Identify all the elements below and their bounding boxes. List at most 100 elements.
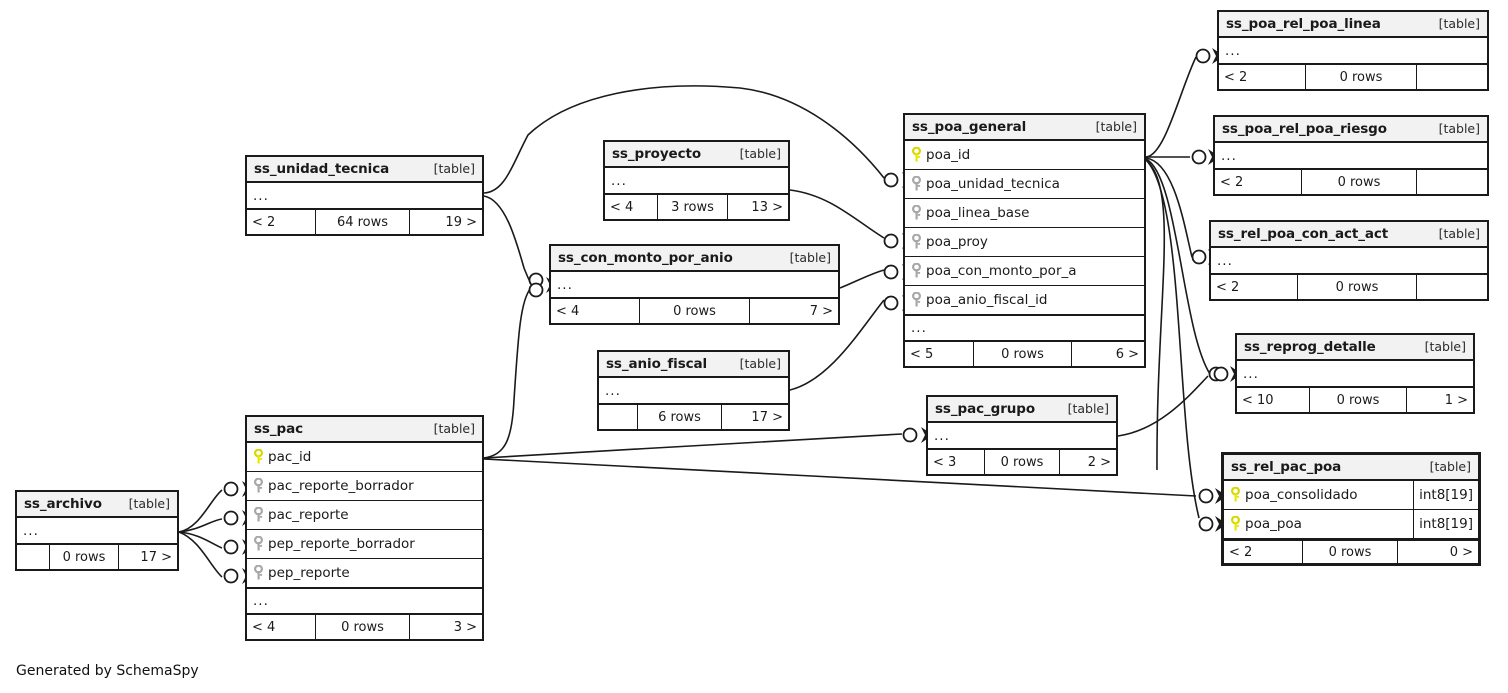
column-row[interactable]: pac_reporte xyxy=(247,501,482,530)
footer-left: < 2 xyxy=(1224,69,1248,85)
footer-left xyxy=(17,545,49,569)
footer-right: 17 > xyxy=(751,409,783,425)
column-name: pep_reporte xyxy=(268,565,350,581)
foreign-key-icon xyxy=(254,565,263,580)
foreign-key-icon xyxy=(254,536,263,551)
table-kind-label: [table] xyxy=(1429,459,1471,474)
table-kind-label: [table] xyxy=(1438,121,1480,136)
table-ss_anio_fiscal[interactable]: ss_anio_fiscal [table] ... 6 rows 17 > xyxy=(597,350,790,431)
table-ss_reprog_detalle[interactable]: ss_reprog_detalle [table] ... < 10 0 row… xyxy=(1235,333,1475,414)
table-ss_poa_rel_poa_riesgo[interactable]: ss_poa_rel_poa_riesgo [table] ... < 2 0 … xyxy=(1213,115,1489,196)
footer-rows: 6 rows xyxy=(637,405,722,429)
table-footer: 0 rows 17 > xyxy=(17,545,177,569)
footer-right: 2 > xyxy=(1087,454,1111,470)
column-main: poa_linea_base xyxy=(905,205,1144,221)
column-main: pep_reporte_borrador xyxy=(247,536,482,552)
ellipsis-row: ... xyxy=(605,168,788,195)
table-ss_pac_grupo[interactable]: ss_pac_grupo [table] ... < 3 0 rows 2 > xyxy=(926,395,1118,476)
table-ss_archivo[interactable]: ss_archivo [table] ... 0 rows 17 > xyxy=(15,490,179,571)
table-kind-label: [table] xyxy=(128,496,170,511)
table-ss_pac[interactable]: ss_pac [table] pac_id pac_reporte_borrad… xyxy=(245,415,484,641)
ellipsis-row: ... xyxy=(551,272,838,299)
footer-right: 3 > xyxy=(453,619,477,635)
table-title: ss_poa_rel_poa_riesgo xyxy=(1222,120,1387,137)
table-kind-label: [table] xyxy=(433,161,475,176)
column-row[interactable]: pep_reporte_borrador xyxy=(247,530,482,559)
column-row[interactable]: poa_id xyxy=(905,141,1144,170)
column-row[interactable]: poa_unidad_tecnica xyxy=(905,170,1144,199)
column-main: pac_id xyxy=(247,449,482,465)
table-footer: < 2 0 rows xyxy=(1219,65,1487,89)
table-kind-label: [table] xyxy=(739,146,781,161)
table-ss_con_monto_por_anio[interactable]: ss_con_monto_por_anio [table] ... < 4 0 … xyxy=(549,244,840,325)
table-title: ss_rel_pac_poa xyxy=(1231,458,1342,475)
ellipsis-row: ... xyxy=(599,378,788,405)
footer-rows: 0 rows xyxy=(315,615,410,639)
footer-rows: 0 rows xyxy=(1297,275,1417,299)
footer-rows: 0 rows xyxy=(1305,65,1417,89)
table-title: ss_proyecto xyxy=(612,145,702,162)
table-ss_rel_pac_poa[interactable]: ss_rel_pac_poa [table] poa_consolidado i… xyxy=(1221,452,1481,566)
footer-left: < 3 xyxy=(933,454,957,470)
column-main: poa_anio_fiscal_id xyxy=(905,292,1144,308)
table-title: ss_con_monto_por_anio xyxy=(558,249,733,266)
table-header: ss_rel_pac_poa [table] xyxy=(1224,455,1478,481)
ellipsis-row: ... xyxy=(17,518,177,545)
column-row[interactable]: pac_id xyxy=(247,443,482,472)
footer-right: 17 > xyxy=(140,549,172,565)
column-name: poa_proy xyxy=(926,234,988,250)
foreign-key-icon xyxy=(912,292,921,307)
table-ss_poa_general[interactable]: ss_poa_general [table] poa_id poa_unidad… xyxy=(903,113,1146,368)
table-kind-label: [table] xyxy=(1067,401,1109,416)
column-type: int8[19] xyxy=(1413,481,1478,509)
table-footer: < 10 0 rows 1 > xyxy=(1237,388,1473,412)
primary-key-icon xyxy=(912,147,921,162)
footer-right: 7 > xyxy=(809,303,833,319)
column-name: pac_id xyxy=(268,449,312,465)
footer-rows: 0 rows xyxy=(1301,170,1417,194)
column-row[interactable]: poa_linea_base xyxy=(905,199,1144,228)
column-row[interactable]: poa_consolidado int8[19] xyxy=(1224,481,1478,510)
table-ss_poa_rel_poa_linea[interactable]: ss_poa_rel_poa_linea [table] ... < 2 0 r… xyxy=(1217,10,1489,91)
table-ss_rel_poa_con_act_act[interactable]: ss_rel_poa_con_act_act [table] ... < 2 0… xyxy=(1209,220,1489,301)
footer-rows: 0 rows xyxy=(984,450,1060,474)
table-kind-label: [table] xyxy=(1095,119,1137,134)
foreign-key-icon xyxy=(254,507,263,522)
column-name: pac_reporte_borrador xyxy=(268,478,414,494)
table-header: ss_reprog_detalle [table] xyxy=(1237,335,1473,361)
table-header: ss_anio_fiscal [table] xyxy=(599,352,788,378)
column-row[interactable]: pac_reporte_borrador xyxy=(247,472,482,501)
ellipsis-row: ... xyxy=(1219,38,1487,65)
table-header: ss_unidad_tecnica [table] xyxy=(247,157,482,183)
column-row[interactable]: poa_con_monto_por_a xyxy=(905,257,1144,286)
foreign-key-icon xyxy=(912,263,921,278)
column-row[interactable]: pep_reporte xyxy=(247,559,482,588)
footer-rows: 3 rows xyxy=(657,195,728,219)
column-main: poa_id xyxy=(905,147,1144,163)
foreign-key-icon xyxy=(912,176,921,191)
table-kind-label: [table] xyxy=(433,421,475,436)
column-row[interactable]: poa_anio_fiscal_id xyxy=(905,286,1144,315)
footer-rows: 0 rows xyxy=(1302,541,1398,563)
footer-right xyxy=(1417,275,1487,299)
ellipsis-row: ... xyxy=(247,183,482,210)
column-row[interactable]: poa_poa int8[19] xyxy=(1224,510,1478,539)
column-type: int8[19] xyxy=(1413,510,1478,538)
table-ss_proyecto[interactable]: ss_proyecto [table] ... < 4 3 rows 13 > xyxy=(603,140,790,221)
column-main: poa_proy xyxy=(905,234,1144,250)
table-kind-label: [table] xyxy=(789,250,831,265)
footer-right: 6 > xyxy=(1115,346,1139,362)
footer-rows: 0 rows xyxy=(973,342,1072,366)
ellipsis-row: ... xyxy=(1215,143,1487,170)
footer-left: < 2 xyxy=(1216,279,1240,295)
table-header: ss_poa_general [table] xyxy=(905,115,1144,141)
column-name: poa_consolidado xyxy=(1245,487,1358,503)
table-ss_unidad_tecnica[interactable]: ss_unidad_tecnica [table] ... < 2 64 row… xyxy=(245,155,484,236)
primary-key-icon xyxy=(1231,487,1240,502)
column-main: poa_con_monto_por_a xyxy=(905,263,1144,279)
table-title: ss_poa_general xyxy=(912,118,1027,135)
table-title: ss_rel_poa_con_act_act xyxy=(1218,225,1389,242)
table-header: ss_rel_poa_con_act_act [table] xyxy=(1211,222,1487,248)
column-row[interactable]: poa_proy xyxy=(905,228,1144,257)
